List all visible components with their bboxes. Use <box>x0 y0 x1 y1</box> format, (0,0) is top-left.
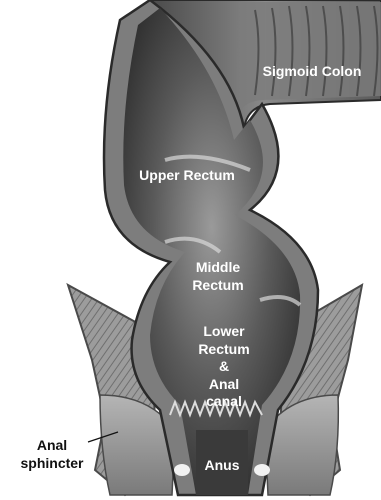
label-lower-rectum-3: & <box>219 358 229 374</box>
label-sigmoid-colon: Sigmoid Colon <box>263 63 362 79</box>
label-upper-rectum: Upper Rectum <box>139 167 235 183</box>
label-lower-rectum-5: canal <box>206 393 242 409</box>
label-anal-sphincter-2: sphincter <box>20 455 84 471</box>
label-lower-rectum-1: Lower <box>203 323 245 339</box>
label-lower-rectum-4: Anal <box>209 376 239 392</box>
label-middle-rectum-1: Middle <box>196 259 241 275</box>
label-anal-sphincter-1: Anal <box>37 437 67 453</box>
label-middle-rectum-2: Rectum <box>192 277 243 293</box>
label-anus: Anus <box>205 457 240 473</box>
label-lower-rectum-2: Rectum <box>198 341 249 357</box>
